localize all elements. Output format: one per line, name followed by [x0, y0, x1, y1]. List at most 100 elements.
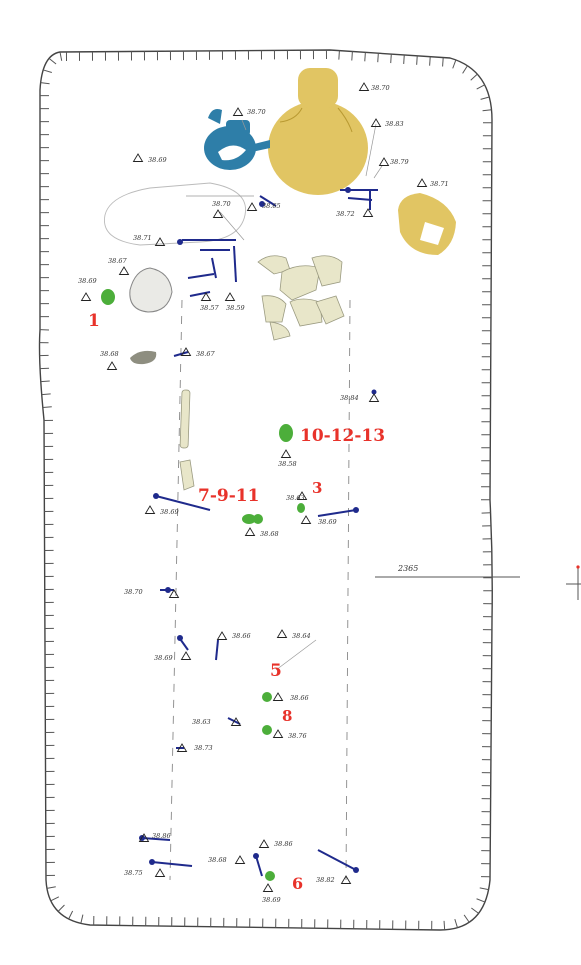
hachure-tick — [429, 56, 431, 66]
level-label: 38.70 — [247, 108, 266, 116]
stain-outline — [104, 182, 246, 246]
level-triangle — [246, 202, 258, 211]
level-triangle — [154, 868, 166, 877]
level-triangle — [276, 629, 288, 638]
level-label: 38.57 — [200, 304, 219, 312]
hachure-tick — [470, 73, 478, 81]
level-triangle — [272, 692, 284, 701]
hachure-tick — [454, 918, 458, 928]
level-label: 38.70 — [124, 588, 143, 596]
level-label: 38.71 — [133, 234, 152, 242]
hachure-tick — [443, 920, 446, 930]
find-10-12-13: 10-12-13 — [300, 426, 385, 446]
bone-lower — [179, 459, 195, 491]
scale-label: 2365 — [397, 564, 418, 573]
hachure-tick — [364, 52, 366, 62]
blue-vessel — [204, 109, 270, 170]
level-label: 38.69 — [154, 654, 173, 662]
hachure-tick — [48, 58, 57, 65]
level-triangle — [132, 153, 144, 162]
level-triangle — [340, 875, 352, 884]
hachure-tick — [59, 51, 63, 61]
level-triangle — [370, 118, 382, 127]
level-label: 38.67 — [108, 257, 127, 265]
find-3: 3 — [312, 479, 322, 497]
bone-fragments — [257, 255, 345, 341]
hachure-tick — [442, 57, 444, 67]
level-triangle — [368, 393, 380, 402]
grave-outline — [38, 49, 493, 931]
hachure-tick — [40, 82, 50, 85]
hachure-tick — [403, 54, 405, 64]
level-triangle — [358, 82, 370, 91]
level-triangle — [216, 631, 228, 640]
level-triangle — [200, 292, 212, 301]
level-label: 38.72 — [336, 210, 355, 218]
hachure-tick — [482, 109, 492, 112]
level-triangle — [224, 292, 236, 301]
level-triangle — [378, 157, 390, 166]
hachure-tick — [377, 53, 379, 63]
coffin-line-right — [345, 299, 351, 881]
level-triangle — [272, 729, 284, 738]
level-triangle — [168, 589, 180, 598]
level-triangle — [230, 717, 242, 726]
level-triangle — [180, 347, 192, 356]
level-label: 38.65 — [262, 202, 281, 210]
level-label: 38.76 — [288, 732, 307, 740]
dark-stone — [130, 350, 157, 365]
hachure-tick — [471, 907, 479, 914]
level-triangle — [180, 651, 192, 660]
level-label: 38.59 — [226, 304, 245, 312]
hachure-tick — [452, 59, 457, 69]
hachure-tick — [480, 96, 490, 100]
level-triangle — [244, 527, 256, 536]
hachure-tick — [479, 887, 489, 891]
level-triangle — [232, 107, 244, 116]
level-label: 38.69 — [160, 508, 179, 516]
hachure-tick — [351, 51, 353, 61]
find-8: 8 — [282, 707, 292, 725]
level-label: 38.84 — [340, 394, 359, 402]
hachure-tick — [68, 910, 74, 920]
hachure-tick — [46, 886, 56, 889]
hachure-tick — [43, 69, 52, 73]
level-label: 38.86 — [152, 832, 171, 840]
hachure-ticks — [39, 50, 493, 930]
level-label: 38.63 — [286, 494, 305, 502]
level-label: 38.83 — [385, 120, 404, 128]
green-finds — [101, 289, 305, 881]
coffin-line-left — [169, 299, 183, 881]
hachure-tick — [40, 380, 50, 383]
leader-lines — [186, 119, 383, 671]
gold-vessel-small — [398, 193, 456, 255]
level-triangle — [212, 209, 224, 218]
level-label: 38.68 — [208, 856, 227, 864]
level-triangle — [154, 237, 166, 246]
level-label: 38.75 — [124, 869, 143, 877]
level-label: 38.70 — [212, 200, 231, 208]
grey-stone — [129, 267, 173, 313]
find-1: 1 — [88, 311, 100, 331]
level-label: 38.66 — [232, 632, 251, 640]
nail-marks — [139, 187, 378, 877]
level-label: 38.73 — [194, 744, 213, 752]
level-triangle — [80, 292, 92, 301]
level-label: 38.68 — [100, 350, 119, 358]
level-label: 38.69 — [318, 518, 337, 526]
hachure-tick — [42, 406, 52, 409]
level-label: 38.69 — [78, 277, 97, 285]
level-label: 38.64 — [292, 632, 311, 640]
find-5: 5 — [270, 661, 282, 681]
level-triangle — [144, 505, 156, 514]
hachure-tick — [416, 55, 418, 65]
level-triangle — [106, 361, 118, 370]
north-mark — [576, 565, 580, 569]
hachure-tick — [476, 84, 485, 90]
level-triangle — [300, 515, 312, 524]
hachure-tick — [57, 904, 65, 912]
hachure-tick — [462, 65, 468, 74]
level-label: 38.69 — [262, 896, 281, 904]
level-label: 38.70 — [371, 84, 390, 92]
